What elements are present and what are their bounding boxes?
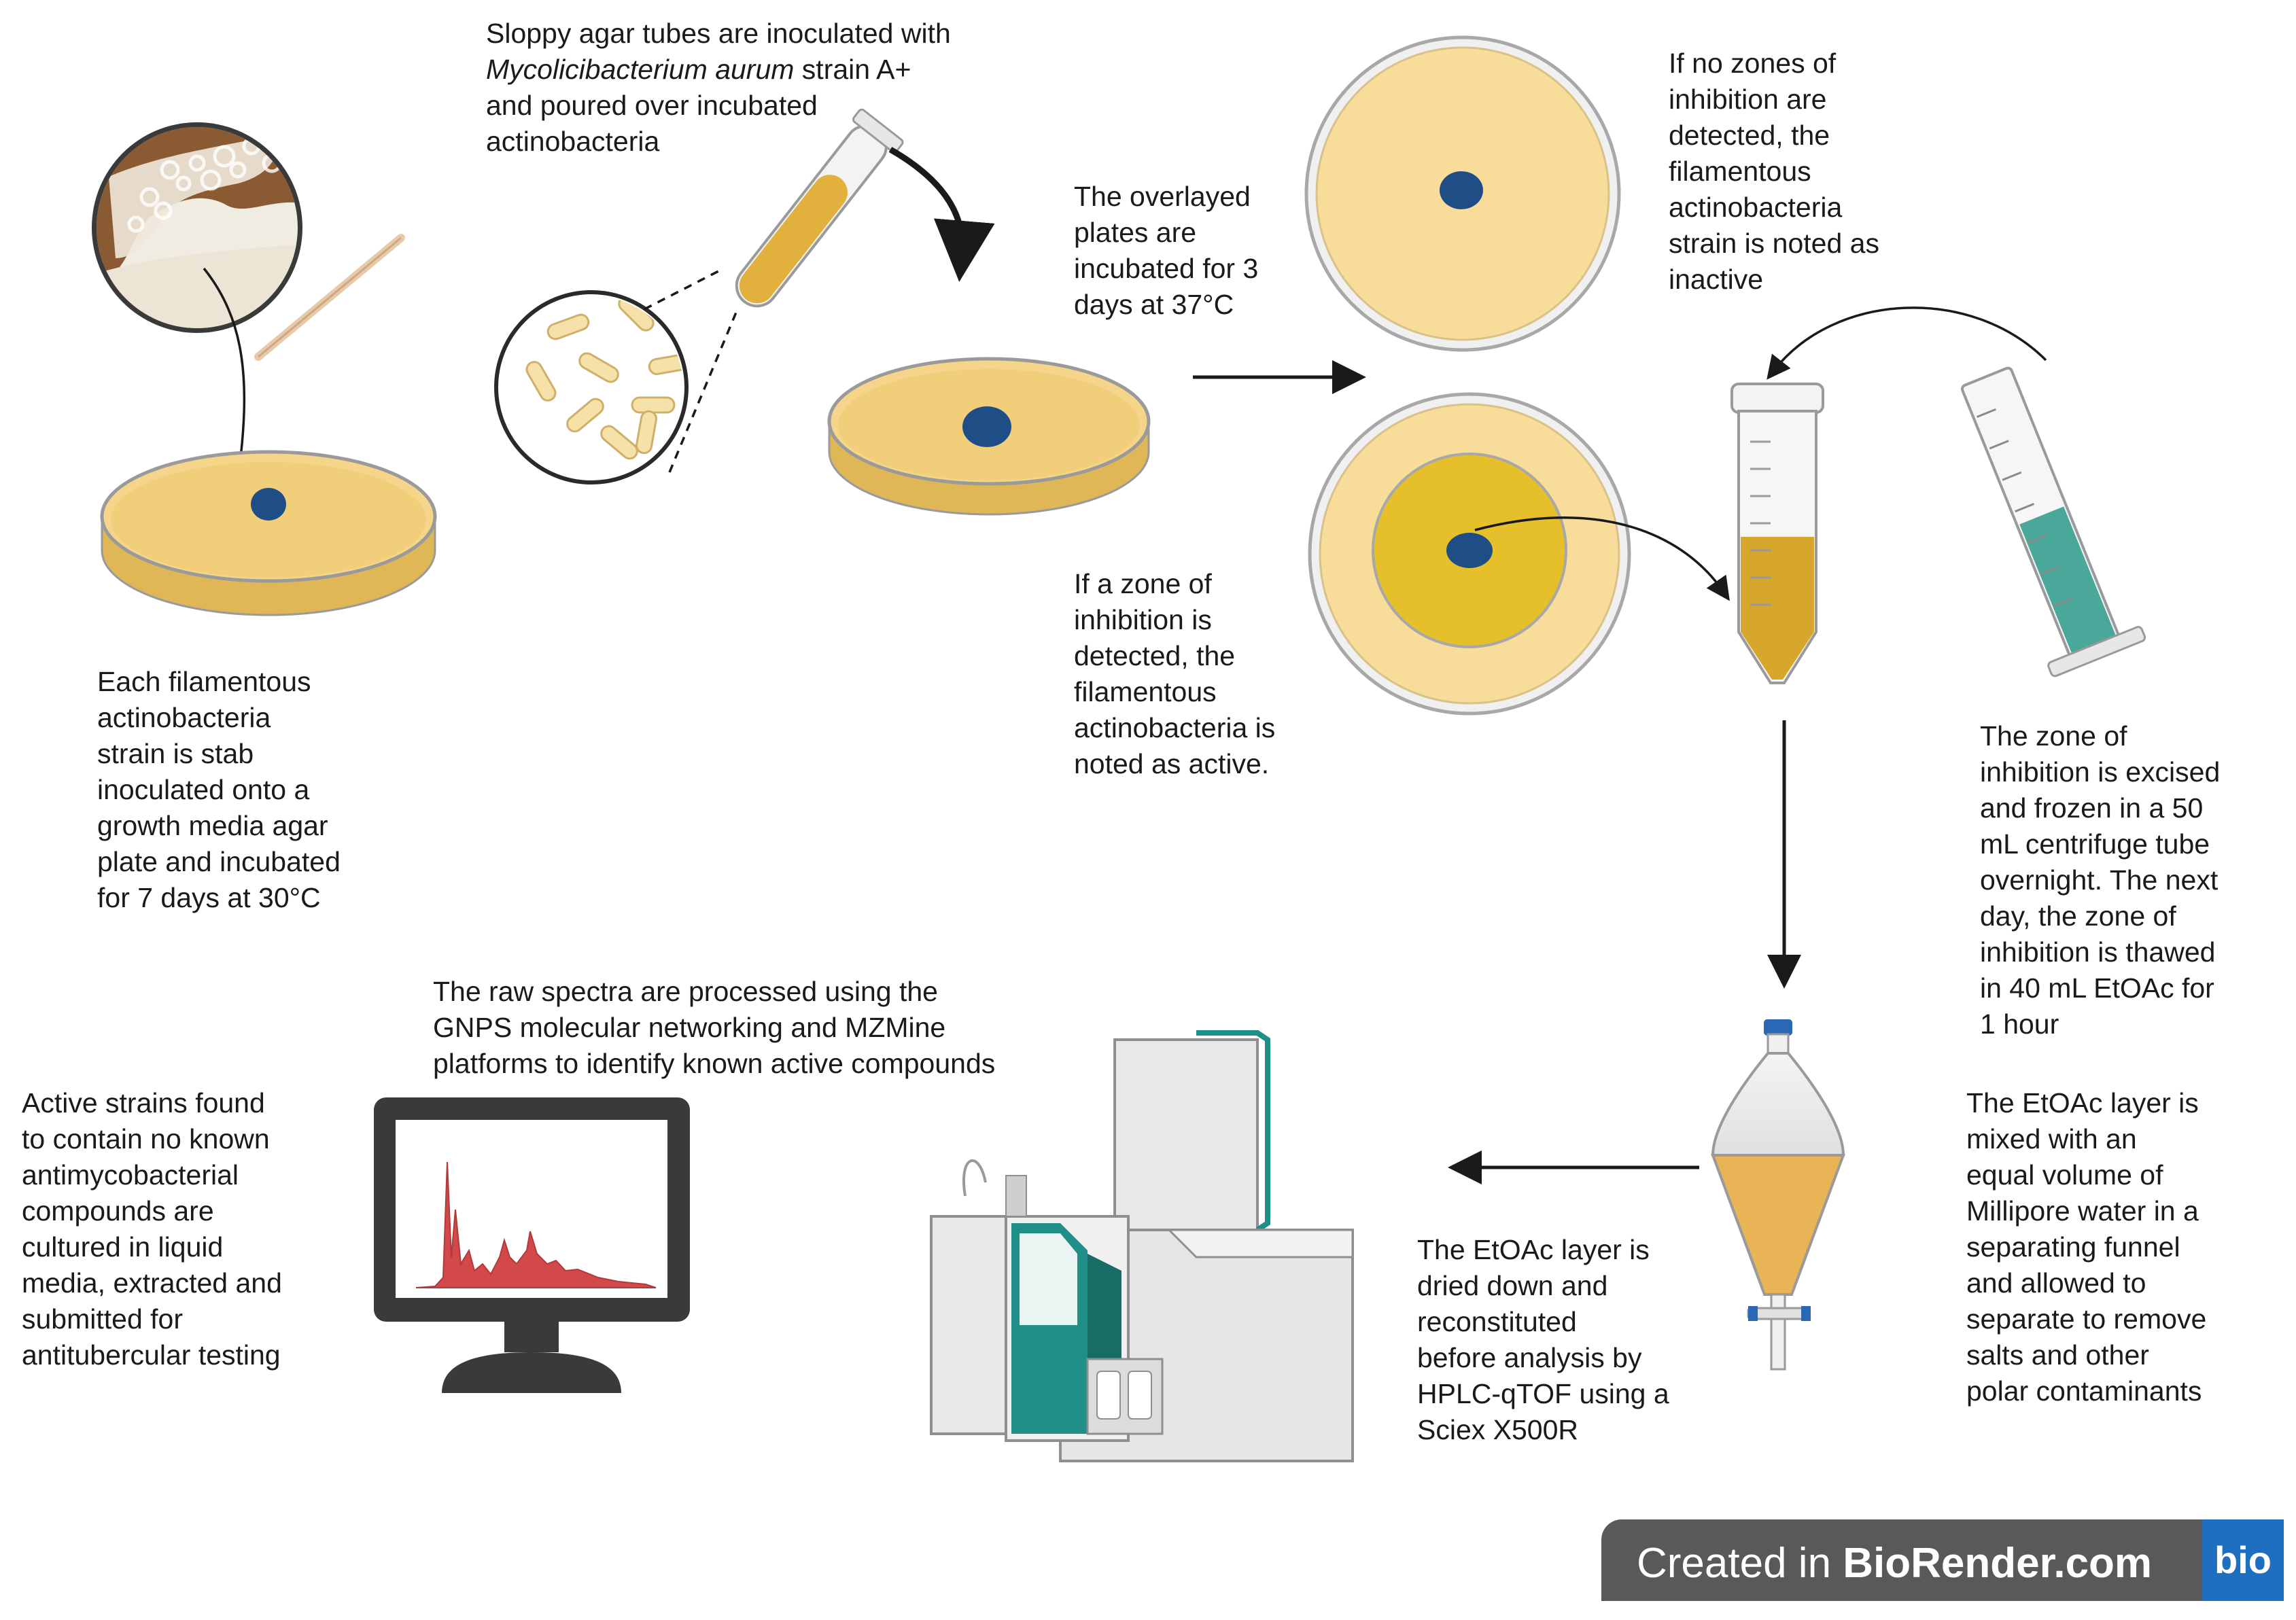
- final-line: antimycobacterial: [22, 1159, 239, 1191]
- excise-line: inhibition is excised: [1980, 756, 2221, 788]
- spectra-line: The raw spectra are processed using the: [433, 976, 938, 1007]
- excise-line: and frozen in a 50: [1980, 792, 2204, 824]
- dry-text: The EtOAc layer is dried down and recons…: [1417, 1232, 1669, 1448]
- spectra-text: The raw spectra are processed using the …: [433, 974, 995, 1082]
- step3-line: The overlayed: [1074, 181, 1251, 212]
- final-line: cultured in liquid: [22, 1231, 224, 1263]
- biorender-badge[interactable]: Created in BioRender.com bio: [1601, 1519, 2284, 1601]
- dry-line: Sciex X500R: [1417, 1414, 1579, 1445]
- badge-prefix: Created in: [1637, 1540, 1843, 1587]
- agar-plate-1: [100, 450, 437, 616]
- dry-line: reconstituted: [1417, 1306, 1577, 1337]
- biorender-logo-icon: bio: [2202, 1519, 2284, 1601]
- agar-plate-2: [827, 357, 1151, 516]
- step3-text: The overlayed plates are incubated for 3…: [1074, 179, 1258, 323]
- step1-text: Each filamentous actinobacteria strain i…: [97, 664, 341, 916]
- separate-text: The EtOAc layer is mixed with an equal v…: [1966, 1085, 2206, 1409]
- step1-line: Each filamentous: [97, 666, 311, 697]
- step1-line: actinobacteria: [97, 702, 271, 733]
- separate-line: Millipore water in a: [1966, 1195, 2199, 1227]
- step3-line: days at 37°C: [1074, 289, 1234, 320]
- petri-dish-icon: [92, 122, 302, 333]
- bacteria-magnified-icon: [494, 290, 689, 485]
- inactive-line: strain is noted as: [1669, 228, 1879, 259]
- step1-line: inoculated onto a: [97, 774, 310, 805]
- separate-line: polar contaminants: [1966, 1375, 2202, 1407]
- step2-text: Sloppy agar tubes are inoculated with My…: [486, 16, 951, 160]
- excise-line: day, the zone of: [1980, 900, 2176, 932]
- spectra-line: platforms to identify known active compo…: [433, 1048, 996, 1079]
- badge-text: Created in BioRender.com: [1637, 1540, 2152, 1587]
- inactive-line: inhibition are: [1669, 84, 1827, 115]
- inactive-line: If no zones of: [1669, 48, 1837, 79]
- active-line: noted as active.: [1074, 748, 1270, 779]
- step3-line: plates are: [1074, 217, 1197, 248]
- final-line: antitubercular testing: [22, 1339, 281, 1371]
- dry-line: before analysis by: [1417, 1342, 1642, 1373]
- toothpick-icon: [254, 234, 405, 361]
- active-line: detected, the: [1074, 640, 1236, 671]
- inactive-line: inactive: [1669, 264, 1764, 295]
- separate-line: and allowed to: [1966, 1267, 2146, 1299]
- dry-line: dried down and: [1417, 1270, 1608, 1301]
- active-line: actinobacteria is: [1074, 712, 1276, 743]
- centrifuge-tube-icon: [1730, 383, 1824, 684]
- final-line: submitted for: [22, 1303, 183, 1335]
- mass-spectrometer-icon: [930, 1030, 1354, 1462]
- dry-line: The EtOAc layer is: [1417, 1234, 1650, 1265]
- active-line: filamentous: [1074, 676, 1217, 707]
- inactive-line: actinobacteria: [1669, 192, 1843, 223]
- spectrum-chart-icon: [415, 1161, 657, 1288]
- active-plate: [1308, 392, 1631, 716]
- inactive-line: detected, the: [1669, 120, 1830, 151]
- step2-line: Mycolicibacterium aurum strain A+: [486, 52, 951, 88]
- active-line: inhibition is: [1074, 604, 1212, 635]
- active-line: If a zone of: [1074, 568, 1212, 599]
- inactive-plate: [1304, 35, 1621, 352]
- separating-funnel-icon: [1711, 1019, 1845, 1371]
- step2-line: and poured over incubated: [486, 90, 818, 121]
- separate-line: mixed with an: [1966, 1123, 2137, 1155]
- separate-line: salts and other: [1966, 1339, 2149, 1371]
- excise-line: overnight. The next: [1980, 864, 2219, 896]
- inactive-text: If no zones of inhibition are detected, …: [1669, 46, 1879, 298]
- excise-text: The zone of inhibition is excised and fr…: [1980, 718, 2220, 1042]
- final-line: compounds are: [22, 1195, 214, 1227]
- separate-line: equal volume of: [1966, 1159, 2163, 1191]
- excise-line: 1 hour: [1980, 1008, 2059, 1040]
- separate-line: separate to remove: [1966, 1303, 2207, 1335]
- separate-line: The EtOAc layer is: [1966, 1087, 2199, 1119]
- step1-line: for 7 days at 30°C: [97, 882, 321, 913]
- excise-line: in 40 mL EtOAc for: [1980, 972, 2214, 1004]
- step2-line: Sloppy agar tubes are inoculated with: [486, 18, 951, 49]
- spectra-line: GNPS molecular networking and MZMine: [433, 1012, 946, 1043]
- separate-line: separating funnel: [1966, 1231, 2180, 1263]
- active-text: If a zone of inhibition is detected, the…: [1074, 566, 1275, 782]
- final-text: Active strains found to contain no known…: [22, 1085, 282, 1373]
- step2-line: actinobacteria: [486, 126, 660, 157]
- organism-name: Mycolicibacterium aurum: [486, 54, 795, 85]
- step3-line: incubated for 3: [1074, 253, 1259, 284]
- final-line: to contain no known: [22, 1123, 270, 1155]
- excise-line: The zone of: [1980, 720, 2127, 752]
- step1-line: strain is stab: [97, 738, 254, 769]
- step1-line: growth media agar: [97, 810, 328, 841]
- final-line: media, extracted and: [22, 1267, 282, 1299]
- badge-brand: BioRender.com: [1843, 1540, 2153, 1587]
- excise-line: inhibition is thawed: [1980, 936, 2216, 968]
- inactive-line: filamentous: [1669, 156, 1811, 187]
- final-line: Active strains found: [22, 1087, 265, 1119]
- test-tube-icon: [735, 108, 904, 308]
- graduated-cylinder-icon: [1960, 366, 2146, 677]
- dry-line: HPLC-qTOF using a: [1417, 1378, 1669, 1409]
- strain-label: strain A+: [794, 54, 911, 85]
- step1-line: plate and incubated: [97, 846, 341, 877]
- excise-line: mL centrifuge tube: [1980, 828, 2210, 860]
